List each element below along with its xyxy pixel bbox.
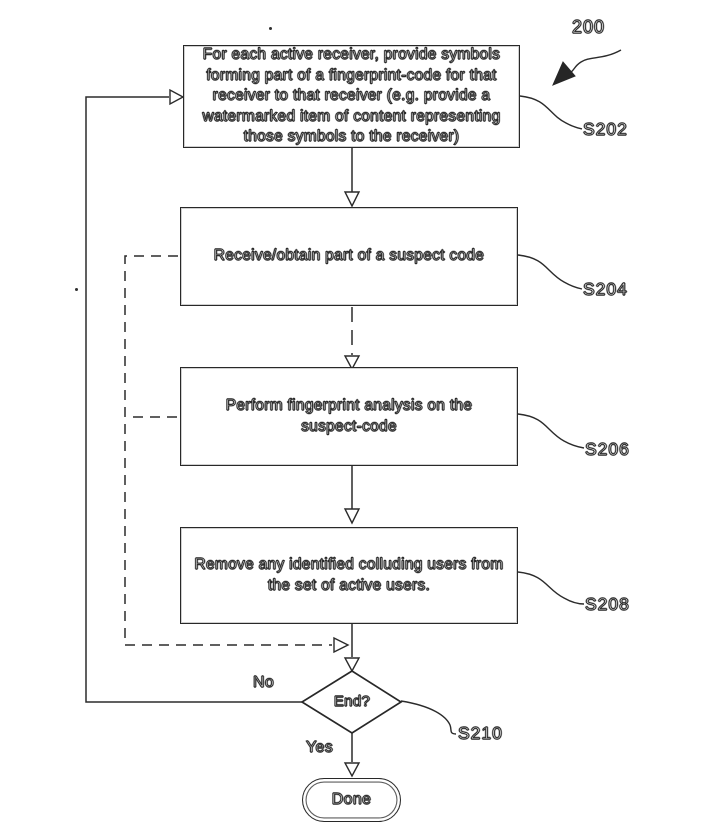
decision-label: End? — [333, 693, 371, 711]
leader-s208 — [517, 571, 585, 605]
ref-label-s206: S206 — [585, 439, 630, 460]
connector-decision-terminal — [343, 733, 361, 778]
leader-s206 — [517, 413, 585, 449]
arrowhead-right-icon — [333, 636, 350, 654]
figure-number: 200 — [572, 17, 606, 38]
terminal-done: Done — [302, 778, 401, 822]
arrowhead-filled-icon — [552, 61, 576, 86]
leader-s210 — [400, 700, 457, 735]
step-box-s202: For each active receiver, provide symbol… — [183, 45, 520, 148]
feedback-dashed-path — [124, 255, 350, 654]
figure-ref-arrow — [552, 49, 622, 86]
arrowhead-down-icon — [343, 762, 361, 778]
decision-diamond — [300, 669, 403, 735]
arrowhead-down-icon — [343, 657, 361, 673]
connector-step3-step4 — [343, 466, 361, 525]
connector-step2-step3 — [343, 307, 361, 371]
ref-label-s208: S208 — [585, 594, 630, 615]
step-text: Receive/obtain part of a suspect code — [213, 247, 485, 265]
step-box-s206: Perform fingerprint analysis on the susp… — [180, 367, 518, 466]
ref-label-s204: S204 — [583, 279, 628, 300]
branch-label-yes: Yes — [306, 739, 334, 757]
scan-speck — [269, 27, 272, 30]
connector-step1-step2 — [343, 148, 361, 208]
connector-step4-decision — [343, 624, 361, 673]
arrowhead-right-icon — [169, 88, 185, 106]
step-box-s208: Remove any identified colluding users fr… — [180, 527, 518, 624]
ref-label-s202: S202 — [583, 119, 628, 140]
arrowhead-down-icon — [343, 508, 361, 525]
branch-label-no: No — [253, 674, 275, 692]
arrowhead-down-icon — [343, 355, 361, 371]
leader-s204 — [517, 254, 583, 290]
step-text: Perform fingerprint analysis on the susp… — [225, 397, 473, 435]
step-text: Remove any identified colluding users fr… — [194, 556, 504, 594]
ref-label-s210: S210 — [458, 723, 503, 744]
leader-s202 — [519, 95, 583, 130]
no-loop-path — [85, 88, 302, 703]
step-text: For each active receiver, provide symbol… — [202, 46, 501, 146]
arrowhead-down-icon — [343, 191, 361, 208]
step-box-s204: Receive/obtain part of a suspect code — [180, 207, 518, 306]
scan-speck — [75, 288, 78, 291]
